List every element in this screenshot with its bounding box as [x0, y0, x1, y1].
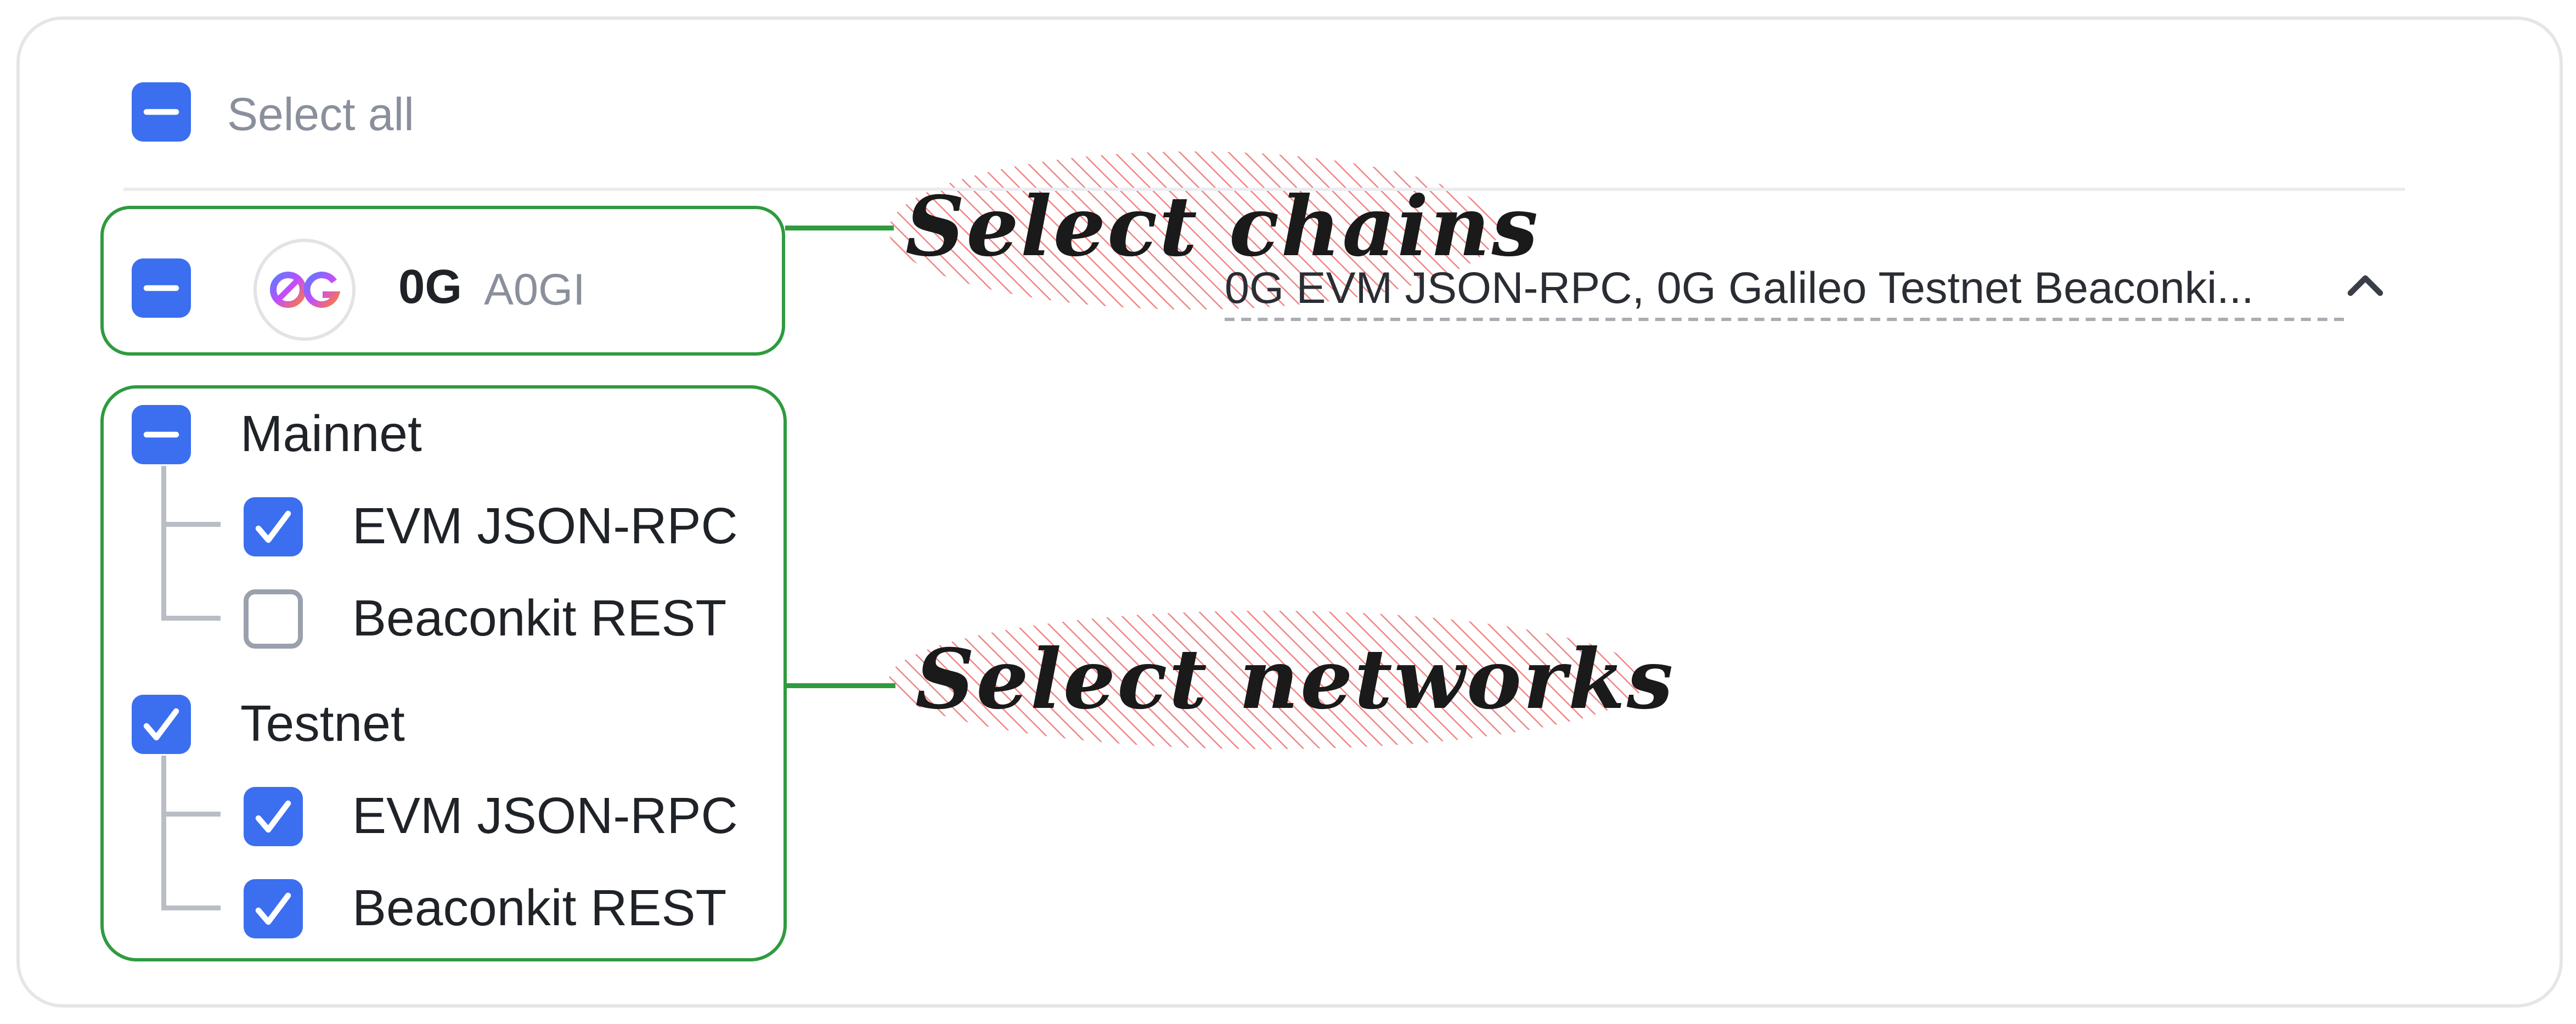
header-divider: [123, 188, 2405, 191]
selection-summary[interactable]: 0G EVM JSON-RPC, 0G Galileo Testnet Beac…: [1225, 263, 2254, 313]
endpoint-checkbox-testnet-evm[interactable]: [244, 787, 303, 846]
annotation-box-networks: [100, 385, 787, 961]
endpoint-label: Beaconkit REST: [352, 589, 727, 647]
dash-icon: [143, 431, 179, 438]
tree-branch: [161, 905, 221, 910]
endpoint-label: EVM JSON-RPC: [352, 497, 738, 555]
endpoint-checkbox-testnet-beaconkit[interactable]: [244, 879, 303, 938]
annotation-connector-chains: [785, 226, 894, 230]
summary-underline: [1225, 318, 2344, 321]
check-icon: [255, 892, 291, 925]
endpoint-checkbox-mainnet-evm[interactable]: [244, 497, 303, 556]
annotation-box-chains: [100, 206, 785, 356]
endpoint-checkbox-mainnet-beaconkit[interactable]: [244, 589, 303, 649]
chain-name: 0G: [398, 262, 463, 314]
dash-icon: [143, 109, 179, 115]
check-icon: [255, 510, 291, 543]
tree-branch: [161, 812, 221, 817]
chain-ticker: A0GI: [484, 265, 585, 314]
endpoint-label: Beaconkit REST: [352, 879, 727, 937]
check-icon: [143, 708, 179, 741]
chevron-up-icon[interactable]: [2344, 267, 2387, 303]
chain-logo: [253, 239, 356, 341]
check-icon: [255, 800, 291, 833]
select-all-label: Select all: [227, 89, 414, 140]
0g-logo-icon: [270, 272, 341, 308]
tree-line-mainnet: [161, 466, 166, 621]
select-all-checkbox[interactable]: [132, 82, 191, 142]
network-checkbox-mainnet[interactable]: [132, 405, 191, 464]
tree-line-testnet: [161, 756, 166, 910]
annotation-select-networks: Select networks: [915, 631, 1675, 728]
chain-checkbox[interactable]: [132, 258, 191, 318]
network-label-testnet: Testnet: [240, 695, 405, 752]
endpoint-label: EVM JSON-RPC: [352, 787, 738, 845]
dash-icon: [143, 285, 179, 291]
network-label-mainnet: Mainnet: [240, 405, 422, 463]
annotation-connector-networks: [787, 683, 895, 688]
tree-branch: [161, 522, 221, 527]
tree-branch: [161, 616, 221, 621]
annotation-select-chains: Select chains: [905, 178, 1540, 275]
network-checkbox-testnet[interactable]: [132, 695, 191, 754]
